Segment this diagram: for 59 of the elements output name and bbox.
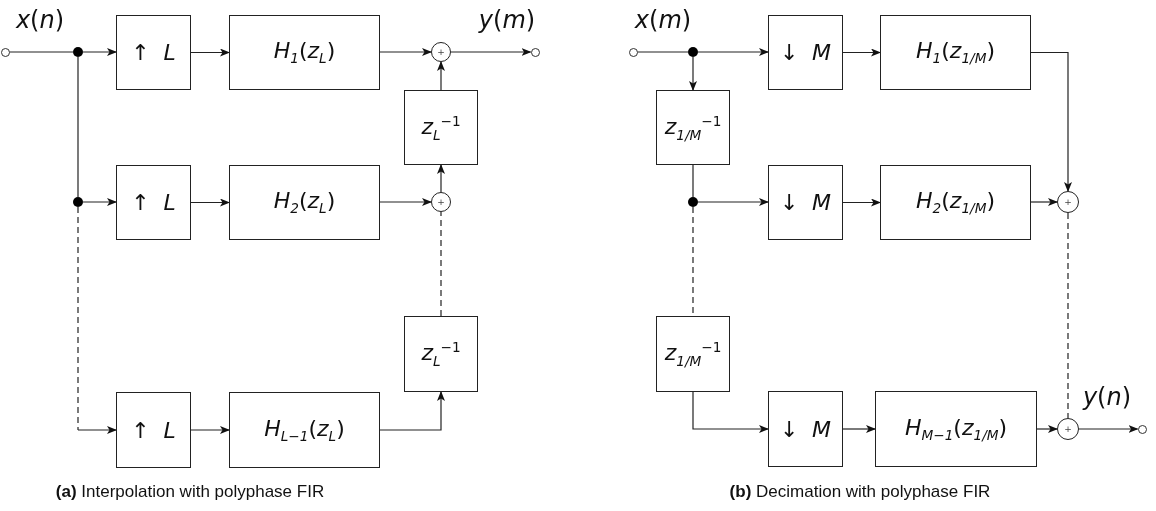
signal-arrow [190,198,230,207]
terminal-circle [1137,424,1147,434]
signal-arrow [190,426,230,434]
signal-arrow [1078,425,1139,433]
filter-block: H$_{2}$(z$_{L}$) [229,165,380,240]
signal-arrow [697,48,769,56]
junction-dot [688,197,698,207]
signal-line [8,51,74,53]
summing-junction: + [1057,191,1079,213]
signal-arrow [842,425,876,433]
junction-dot [73,197,83,207]
figure-caption: (b) Decimation with polyphase FIR [729,482,991,502]
signal-label: x(m) [634,6,692,34]
upsampler-block: ↑ L [116,15,191,90]
signal-arrow [697,198,769,206]
filter-block: H$_{1}$(z$_{L}$) [229,15,380,90]
signal-line [440,211,442,317]
signal-arrow [1030,51,1072,192]
signal-arrow [437,61,445,91]
filter-block: H$_{L−1}$(z$_{L}$) [229,392,380,468]
downsampler-block: ↓ M [768,165,843,240]
signal-label: x(n) [15,6,65,34]
summing-junction: + [1057,418,1079,440]
filter-block: H$_{M−1}$(z$_{1/M}$) [875,391,1037,467]
signal-arrow [77,206,117,434]
signal-label: y(m) [478,6,536,34]
signal-arrow [689,56,697,91]
junction-dot [73,47,83,57]
signal-arrow [1030,198,1058,206]
terminal-circle [628,47,638,57]
downsampler-block: ↓ M [768,15,843,90]
summing-junction: + [431,192,451,212]
signal-arrow [379,48,432,56]
filter-block: H$_{1}$(z$_{1/M}$) [880,15,1031,90]
signal-arrow [1036,425,1058,433]
signal-line [692,164,694,198]
signal-arrow [692,391,769,433]
terminal-circle [0,47,10,57]
signal-arrow [842,48,881,57]
signal-arrow [437,164,445,193]
downsampler-block: ↓ M [768,391,843,467]
signal-arrow [450,48,532,56]
signal-arrow [82,198,117,206]
signal-label: y(n) [1082,383,1132,411]
signal-line [1067,212,1069,419]
signal-arrow [82,48,117,56]
junction-dot [688,47,698,57]
upsampler-block: ↑ L [116,165,191,240]
summing-junction: + [431,42,451,62]
signal-arrow [379,198,432,206]
signal-arrow [379,391,445,431]
signal-line [77,56,79,198]
terminal-circle [530,47,540,57]
signal-arrow [190,48,230,57]
filter-block: H$_{2}$(z$_{1/M}$) [880,165,1031,240]
upsampler-block: ↑ L [116,392,191,468]
signal-arrow [842,198,881,207]
figure-caption: (a) Interpolation with polyphase FIR [55,482,325,502]
signal-line [636,51,689,53]
